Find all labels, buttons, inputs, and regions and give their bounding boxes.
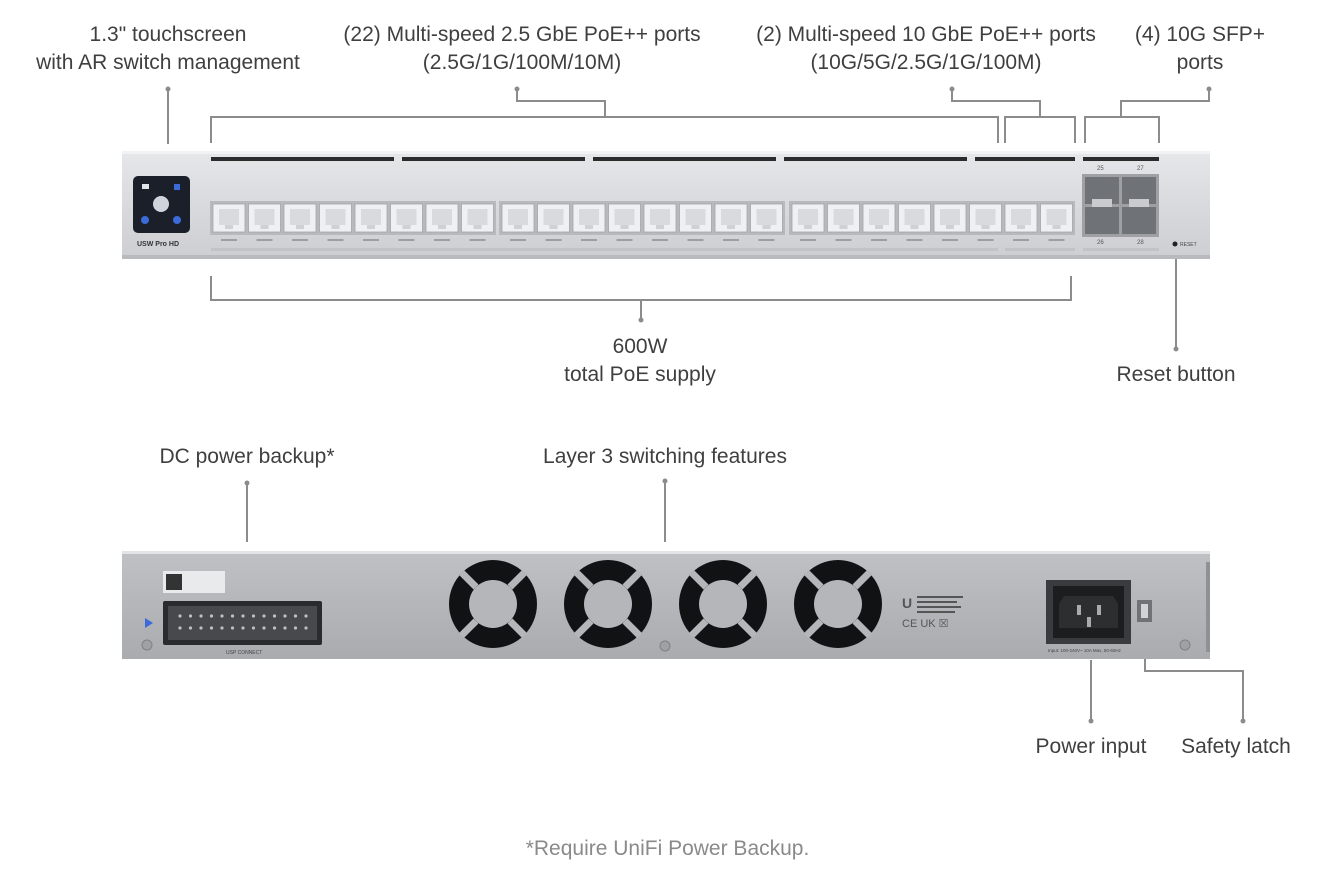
fan-icon	[564, 560, 652, 648]
ground-screw-icon	[141, 639, 153, 651]
dc-backup-label: DC power backup*	[159, 445, 335, 468]
rj45-ports	[210, 201, 1075, 241]
front-callout-lines	[165, 86, 1212, 352]
power-rating-text: Input: 100-240V~ 10A Max, 50-60Hz	[1048, 648, 1122, 653]
reset-text: RESET	[1180, 242, 1197, 248]
port-group-strips	[211, 248, 1159, 251]
rj45-port[interactable]	[750, 203, 783, 233]
rj45-port[interactable]	[248, 203, 281, 233]
port-group-bars	[211, 157, 1159, 161]
poe-supply-label: 600W total PoE supply	[564, 335, 716, 386]
sfp-number-28: 28	[1137, 240, 1144, 246]
sfp-cages: 25 27 26 28	[1082, 166, 1159, 246]
rj45-port[interactable]	[827, 203, 860, 233]
sfp-number-27: 27	[1137, 166, 1144, 172]
layer3-label: Layer 3 switching features	[543, 445, 787, 468]
back-callout-lines	[244, 478, 1246, 724]
screw-icon	[1179, 639, 1191, 651]
cooling-fans	[449, 560, 882, 648]
rj45-port[interactable]	[537, 203, 570, 233]
rj45-port[interactable]	[212, 203, 246, 233]
rj45-port[interactable]	[461, 203, 494, 233]
rj45-port[interactable]	[319, 203, 352, 233]
front-panel: USW Pro HD	[122, 151, 1210, 259]
touchscreen-label: 1.3" touchscreen with AR switch manageme…	[36, 23, 300, 74]
safety-latch-label: Safety latch	[1181, 735, 1291, 758]
rj45-port[interactable]	[791, 203, 825, 233]
power-input-label: Power input	[1035, 735, 1147, 758]
fan-icon	[449, 560, 537, 648]
rj45-port[interactable]	[933, 203, 967, 233]
sfp-ports-label: (4) 10G SFP+ ports	[1134, 23, 1266, 74]
model-name: USW Pro HD	[137, 241, 179, 248]
ce-mark-icon: CE UK ☒	[902, 618, 949, 630]
screw-icon	[659, 640, 671, 652]
footnote: *Require UniFi Power Backup.	[525, 837, 810, 860]
touchscreen-display: USW Pro HD	[133, 176, 190, 248]
rj45-port[interactable]	[501, 203, 535, 233]
rj45-port[interactable]	[608, 203, 641, 233]
led-indicator-icon	[145, 618, 153, 628]
safety-latch[interactable]	[1137, 600, 1152, 622]
dc-power-connector: USP CONNECT	[163, 601, 322, 656]
fan-icon	[679, 560, 767, 648]
rj45-port[interactable]	[862, 203, 896, 233]
reset-button-label: Reset button	[1116, 363, 1236, 386]
ports-10g-label: (2) Multi-speed 10 GbE PoE++ ports (10G/…	[756, 23, 1096, 74]
ports-2-5g-label: (22) Multi-speed 2.5 GbE PoE++ ports (2.…	[343, 23, 701, 74]
rj45-port[interactable]	[969, 203, 1002, 233]
rj45-port[interactable]	[572, 203, 606, 233]
rj45-port[interactable]	[898, 203, 931, 233]
rj45-port[interactable]	[679, 203, 712, 233]
sfp-number-25: 25	[1097, 166, 1104, 172]
sfp-number-26: 26	[1097, 240, 1104, 246]
rps-connect-text: USP CONNECT	[226, 650, 262, 656]
rj45-port[interactable]	[1040, 203, 1073, 233]
back-panel: USP CONNECT U CE UK ☒ Input: 100-240V~ 1…	[122, 551, 1210, 659]
compliance-marks: U CE UK ☒	[902, 595, 963, 630]
ac-power-inlet: Input: 100-240V~ 10A Max, 50-60Hz	[1046, 580, 1131, 653]
rj45-port[interactable]	[390, 203, 423, 233]
rj45-port[interactable]	[643, 203, 677, 233]
rj45-port[interactable]	[283, 203, 317, 233]
rj45-port[interactable]	[714, 203, 748, 233]
reset-button[interactable]	[1172, 241, 1178, 247]
rj45-port[interactable]	[354, 203, 388, 233]
ubiquiti-logo-icon: U	[902, 595, 912, 611]
fan-icon	[794, 560, 882, 648]
rj45-port[interactable]	[1004, 203, 1038, 233]
rj45-port[interactable]	[425, 203, 459, 233]
